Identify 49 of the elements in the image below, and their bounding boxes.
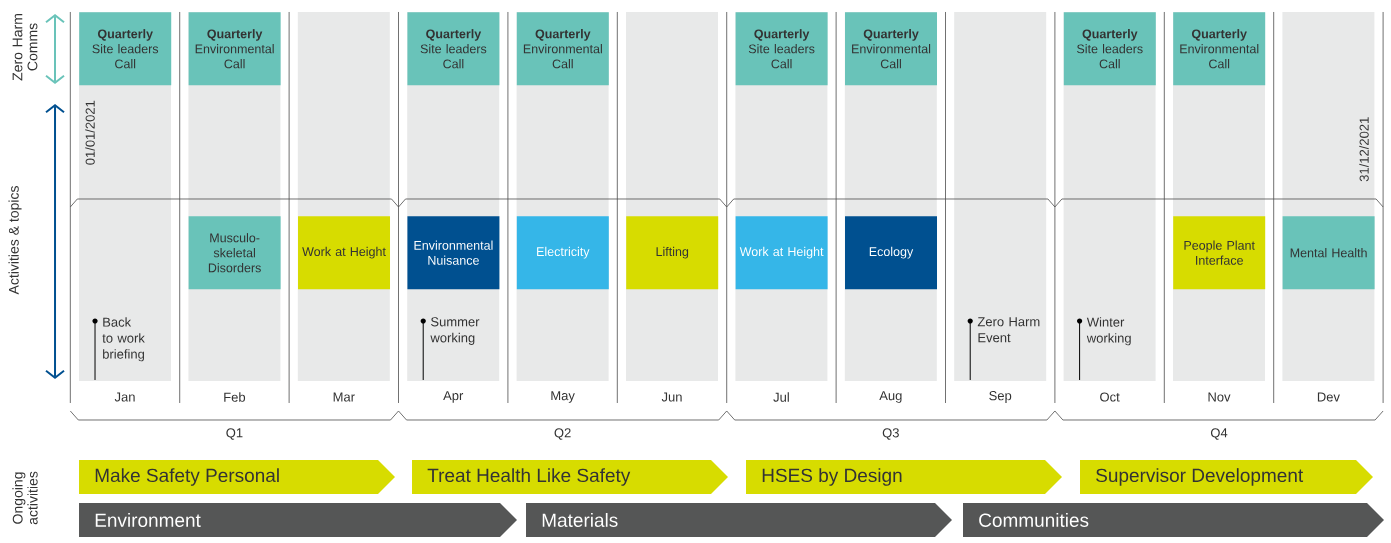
month-label: Mar: [333, 392, 355, 402]
chevron-band: Materials: [526, 503, 952, 537]
call-box: Quarterly Environmental Call: [1173, 12, 1266, 86]
topic-box: Ecology: [845, 216, 937, 290]
month-label: Feb: [224, 392, 246, 402]
call-box: Quarterly Environmental Call: [845, 12, 937, 86]
chevron-band: Supervisor Development: [1080, 460, 1373, 494]
month-label: May: [551, 391, 575, 403]
milestone-label: Zero Harm Event: [977, 317, 1040, 343]
topic-box: Work at Height: [298, 216, 390, 290]
call-box: Quarterly Site leaders Call: [1063, 12, 1156, 86]
month-label: Jan: [114, 392, 135, 402]
month-label: Jul: [773, 392, 789, 402]
chevron-band: Make Safety Personal: [79, 460, 395, 494]
call-box: Quarterly Site leaders Call: [407, 12, 500, 86]
row-label: Ongoing activities: [12, 471, 38, 525]
chevron-band: Communities: [963, 503, 1384, 537]
month-label: Jun: [661, 392, 682, 402]
topic-box: Work at Height: [735, 216, 828, 290]
chevron-band: Environment: [79, 503, 517, 537]
call-box: Quarterly Site leaders Call: [79, 12, 172, 86]
month-label: Oct: [1100, 392, 1120, 402]
topic-box: Environmental Nuisance: [407, 216, 500, 290]
topic-box: Musculo-skeletal Disorders: [188, 216, 281, 290]
quarter-label: Q2: [554, 428, 571, 440]
milestone-label: Summer working: [430, 317, 480, 345]
chevron-band: HSES by Design: [746, 460, 1062, 494]
topic-box: People Plant Interface: [1173, 216, 1266, 290]
date-label: 31/12/2021: [1359, 117, 1369, 182]
milestone-label: Back to work briefing: [102, 317, 145, 362]
row-label: Zero Harm Comms: [12, 14, 38, 81]
month-label: Dev: [1317, 392, 1340, 402]
call-box: Quarterly Environmental Call: [188, 12, 281, 86]
quarter-label: Q3: [882, 428, 899, 440]
quarter-label: Q4: [1210, 428, 1228, 440]
call-box: Quarterly Environmental Call: [516, 12, 609, 86]
topic-box: Lifting: [626, 216, 719, 290]
month-label: Apr: [443, 391, 464, 403]
month-label: Nov: [1208, 392, 1231, 402]
month-label: Aug: [879, 391, 902, 403]
month-label: Sep: [989, 391, 1012, 403]
row-label: Activities & topics: [8, 186, 22, 295]
topic-box: Electricity: [516, 216, 609, 290]
quarter-label: Q1: [226, 428, 243, 440]
topic-box: Mental Health: [1282, 216, 1375, 290]
call-box: Quarterly Site leaders Call: [735, 12, 828, 86]
chevron-band: Treat Health Like Safety: [412, 460, 728, 494]
milestone-label: Winter working: [1086, 317, 1131, 346]
date-label: 01/01/2021: [85, 100, 95, 165]
